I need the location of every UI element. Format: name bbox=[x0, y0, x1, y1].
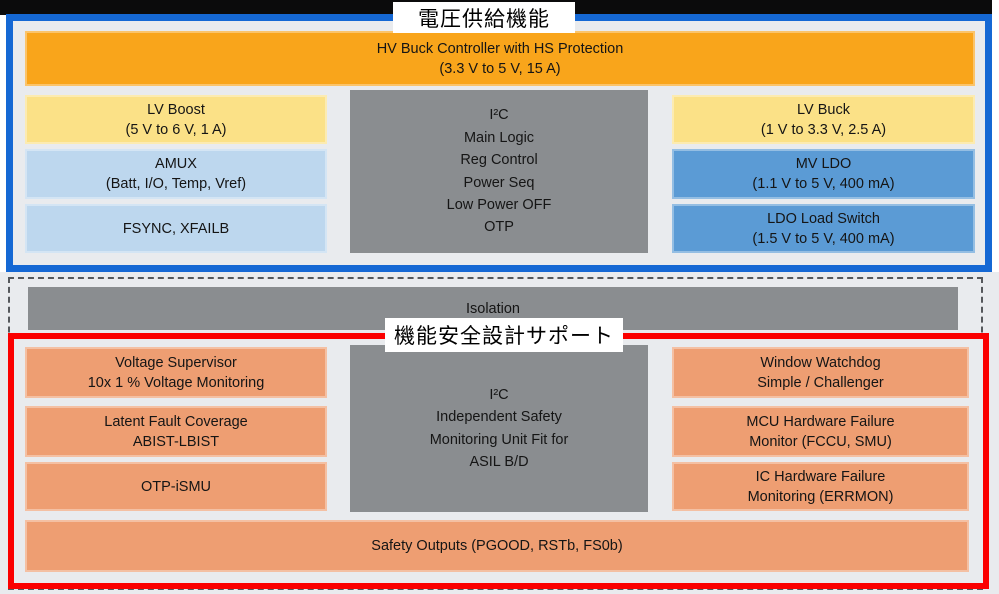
main-logic-line-i2c: I²C bbox=[489, 107, 509, 124]
smu-line-asil: ASIL B/D bbox=[469, 453, 529, 470]
latent-fault-coverage-box: Latent Fault Coverage ABIST-LBIST bbox=[25, 406, 327, 457]
hv-buck-controller-box: HV Buck Controller with HS Protection (3… bbox=[25, 31, 975, 86]
mcu-failure-monitor-box: MCU Hardware Failure Monitor (FCCU, SMU) bbox=[672, 406, 969, 457]
latent-fault-line1: Latent Fault Coverage bbox=[104, 413, 248, 430]
ic-failure-monitoring-box: IC Hardware Failure Monitoring (ERRMON) bbox=[672, 462, 969, 511]
lv-buck-line2: (1 V to 3.3 V, 2.5 A) bbox=[760, 121, 887, 138]
main-logic-line-powerseq: Power Seq bbox=[463, 174, 535, 191]
lv-boost-line2: (5 V to 6 V, 1 A) bbox=[125, 121, 227, 138]
mv-ldo-box: MV LDO (1.1 V to 5 V, 400 mA) bbox=[672, 149, 975, 199]
latent-fault-line2: ABIST-LBIST bbox=[132, 433, 220, 450]
main-logic-line-lowpoweroff: Low Power OFF bbox=[446, 196, 552, 213]
fsync-xfailb-line1: FSYNC, XFAILB bbox=[122, 220, 230, 237]
window-watchdog-line2: Simple / Challenger bbox=[757, 374, 884, 391]
mcu-failure-line1: MCU Hardware Failure bbox=[746, 413, 895, 430]
ic-failure-line2: Monitoring (ERRMON) bbox=[747, 488, 894, 505]
lv-buck-box: LV Buck (1 V to 3.3 V, 2.5 A) bbox=[672, 95, 975, 144]
safety-outputs-label: Safety Outputs (PGOOD, RSTb, FS0b) bbox=[371, 538, 623, 554]
safety-section-title: 機能安全設計サポート bbox=[385, 318, 623, 352]
fsync-xfailb-box: FSYNC, XFAILB bbox=[25, 204, 327, 253]
otp-ismu-line1: OTP-iSMU bbox=[140, 478, 212, 495]
safety-monitoring-unit-box: I²C Independent Safety Monitoring Unit F… bbox=[350, 345, 648, 512]
main-logic-line-regcontrol: Reg Control bbox=[460, 152, 538, 169]
voltage-supervisor-line1: Voltage Supervisor bbox=[115, 354, 237, 371]
main-logic-box: I²C Main Logic Reg Control Power Seq Low… bbox=[350, 90, 648, 253]
hv-buck-line2: (3.3 V to 5 V, 15 A) bbox=[439, 60, 561, 77]
smu-line-monitoring: Monitoring Unit Fit for bbox=[429, 431, 569, 448]
ic-failure-line1: IC Hardware Failure bbox=[755, 468, 886, 485]
power-section-title: 電圧供給機能 bbox=[393, 2, 575, 33]
amux-line1: AMUX bbox=[155, 156, 197, 172]
ldo-load-switch-box: LDO Load Switch (1.5 V to 5 V, 400 mA) bbox=[672, 204, 975, 253]
lv-boost-line1: LV Boost bbox=[147, 101, 205, 118]
lv-buck-line1: LV Buck bbox=[797, 101, 850, 118]
main-logic-line-otp: OTP bbox=[484, 219, 514, 236]
mv-ldo-line2: (1.1 V to 5 V, 400 mA) bbox=[752, 176, 895, 192]
hv-buck-line1: HV Buck Controller with HS Protection bbox=[376, 40, 624, 57]
mv-ldo-line1: MV LDO bbox=[795, 156, 852, 172]
voltage-supervisor-line2: 10x 1 % Voltage Monitoring bbox=[87, 374, 265, 391]
window-watchdog-box: Window Watchdog Simple / Challenger bbox=[672, 347, 969, 398]
lv-boost-box: LV Boost (5 V to 6 V, 1 A) bbox=[25, 95, 327, 144]
smu-line-i2c: I²C bbox=[489, 386, 509, 403]
otp-ismu-box: OTP-iSMU bbox=[25, 462, 327, 511]
amux-box: AMUX (Batt, I/O, Temp, Vref) bbox=[25, 149, 327, 199]
ldo-load-switch-line1: LDO Load Switch bbox=[767, 210, 880, 227]
smu-line-independent: Independent Safety bbox=[436, 409, 562, 426]
mcu-failure-line2: Monitor (FCCU, SMU) bbox=[749, 433, 892, 450]
isolation-label: Isolation bbox=[465, 300, 520, 317]
main-logic-line-mainlogic: Main Logic bbox=[463, 129, 535, 146]
amux-line2: (Batt, I/O, Temp, Vref) bbox=[105, 176, 247, 192]
ldo-load-switch-line2: (1.5 V to 5 V, 400 mA) bbox=[752, 230, 895, 247]
voltage-supervisor-box: Voltage Supervisor 10x 1 % Voltage Monit… bbox=[25, 347, 327, 398]
window-watchdog-line1: Window Watchdog bbox=[760, 354, 881, 371]
safety-outputs-box: Safety Outputs (PGOOD, RSTb, FS0b) bbox=[25, 520, 969, 572]
